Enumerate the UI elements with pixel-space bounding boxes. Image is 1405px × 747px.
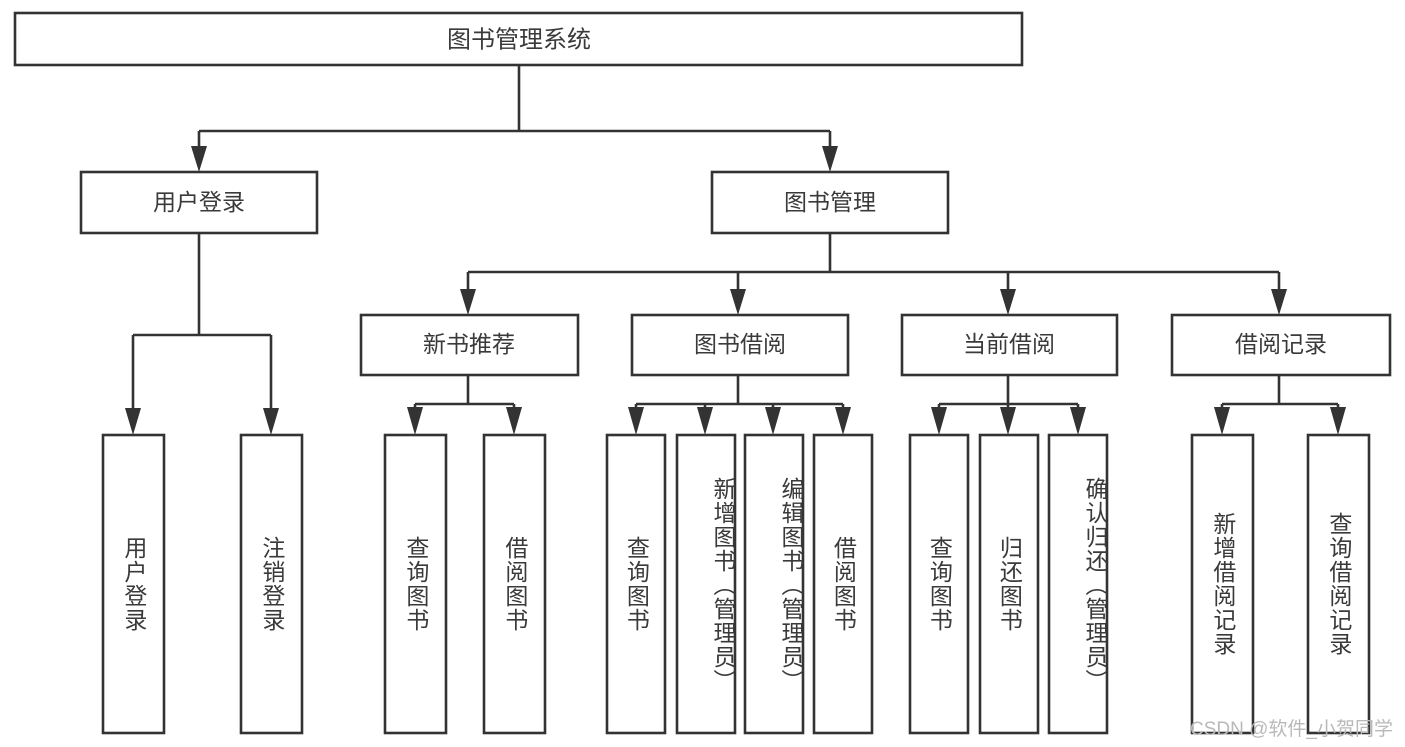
node-leaf-edit-book-label: 编辑图书（管理员） xyxy=(778,477,804,693)
node-leaf-edit-book[interactable] xyxy=(743,433,805,735)
node-root-label: 图书管理系统 xyxy=(447,26,591,53)
node-book-management-label: 图书管理 xyxy=(784,189,876,215)
node-leaf-borrow-book-2-label: 借阅图书 xyxy=(830,536,857,632)
arrow-to-leaf-confirm-return xyxy=(1070,407,1086,435)
node-leaf-confirm-return-label: 确认归还（管理员） xyxy=(1082,477,1108,693)
nodes-layer: 图书管理系统 用户登录 图书管理 新书推荐 图书借阅 当前借阅 借阅记录 xyxy=(13,11,1392,735)
node-book-management[interactable] xyxy=(710,170,950,235)
arrow-to-book-management xyxy=(822,146,838,172)
watermark-text: CSDN @软件_小贺同学 xyxy=(1190,719,1393,740)
arrow-to-borrow-record xyxy=(1271,289,1287,315)
arrow-to-leaf-return-book xyxy=(1000,407,1016,435)
node-leaf-query-book-2-label: 查询图书 xyxy=(623,536,650,632)
node-leaf-query-record[interactable] xyxy=(1306,433,1371,735)
arrow-to-book-borrow xyxy=(730,289,746,315)
node-leaf-add-book-label: 新增图书（管理员） xyxy=(710,477,736,693)
arrow-to-leaf-add-record xyxy=(1214,407,1230,435)
node-leaf-query-book-3[interactable] xyxy=(908,433,970,735)
node-leaf-return-book-label: 归还图书 xyxy=(996,536,1023,632)
node-leaf-add-record-label: 新增借阅记录 xyxy=(1209,512,1236,656)
node-leaf-query-book-1[interactable] xyxy=(383,433,448,735)
node-borrow-record[interactable] xyxy=(1170,313,1392,377)
arrow-to-leaf-query-book-3 xyxy=(931,407,947,435)
node-current-borrow-label: 当前借阅 xyxy=(963,331,1055,357)
node-book-borrow[interactable] xyxy=(630,313,850,377)
arrow-to-leaf-add-book xyxy=(697,407,713,435)
node-user-login[interactable] xyxy=(79,170,319,235)
node-root[interactable] xyxy=(13,11,1024,67)
node-leaf-query-record-label: 查询借阅记录 xyxy=(1325,512,1352,656)
node-new-book-recommend-label: 新书推荐 xyxy=(423,331,515,357)
node-leaf-borrow-book-1[interactable] xyxy=(482,433,547,735)
node-leaf-borrow-book-1-label: 借阅图书 xyxy=(501,536,528,632)
arrow-to-user-login xyxy=(191,146,207,172)
node-leaf-add-record[interactable] xyxy=(1190,433,1255,735)
node-leaf-borrow-book-2[interactable] xyxy=(812,433,874,735)
node-user-login-label: 用户登录 xyxy=(153,189,245,215)
arrow-to-leaf-query-book-1 xyxy=(407,407,423,435)
node-leaf-query-book-1-label: 查询图书 xyxy=(402,536,429,632)
arrow-to-leaf-borrow-book-1 xyxy=(506,407,522,435)
arrow-to-leaf-logout xyxy=(263,408,279,435)
node-leaf-query-book-3-label: 查询图书 xyxy=(926,536,953,632)
node-leaf-user-login-label: 用户登录 xyxy=(120,536,147,632)
arrow-to-leaf-user-login xyxy=(125,408,141,435)
node-book-borrow-label: 图书借阅 xyxy=(694,331,786,357)
node-leaf-logout[interactable] xyxy=(239,433,304,735)
arrow-to-new-book-recommend xyxy=(460,289,476,315)
arrow-to-leaf-query-record xyxy=(1330,407,1346,435)
arrow-to-leaf-edit-book xyxy=(765,407,781,435)
node-new-book-recommend[interactable] xyxy=(359,313,580,377)
arrow-to-current-borrow xyxy=(1000,289,1016,315)
node-borrow-record-label: 借阅记录 xyxy=(1235,331,1327,357)
node-leaf-logout-label: 注销登录 xyxy=(258,536,285,632)
arrow-to-leaf-borrow-book-2 xyxy=(835,407,851,435)
node-leaf-add-book[interactable] xyxy=(675,433,737,735)
node-current-borrow[interactable] xyxy=(900,313,1119,377)
node-leaf-confirm-return[interactable] xyxy=(1047,433,1109,735)
node-leaf-query-book-2[interactable] xyxy=(605,433,667,735)
node-leaf-user-login[interactable] xyxy=(101,433,166,735)
arrow-to-leaf-query-book-2 xyxy=(628,407,644,435)
node-leaf-return-book[interactable] xyxy=(978,433,1040,735)
connectors-layer xyxy=(125,65,1346,435)
